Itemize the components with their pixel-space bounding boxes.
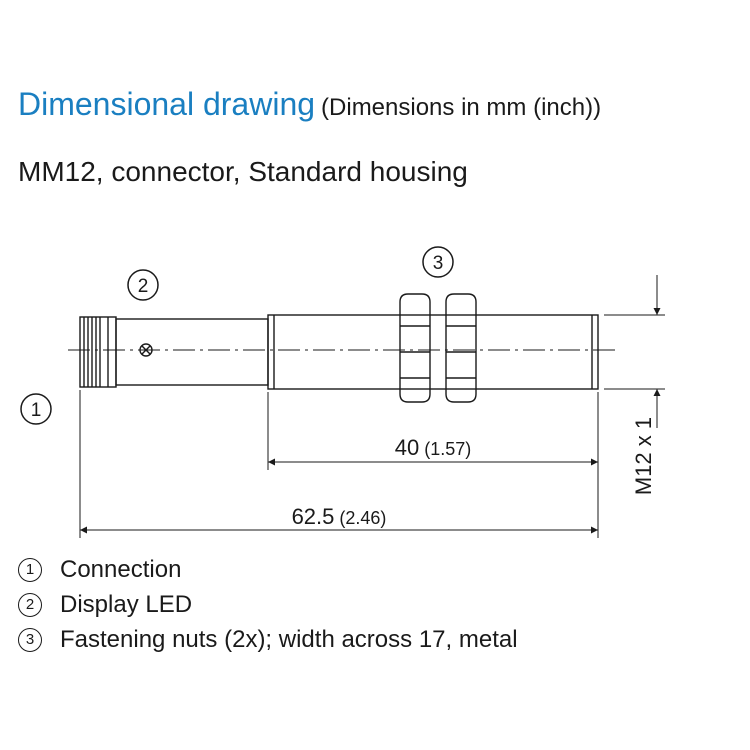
title-main: Dimensional drawing <box>18 86 316 122</box>
threaded-section <box>267 314 599 390</box>
subtitle: MM12, connector, Standard housing <box>18 156 468 187</box>
svg-text:3: 3 <box>433 253 444 274</box>
page-title: Dimensional drawing(Dimensions in mm (in… <box>18 86 601 123</box>
title-note: (Dimensions in mm (inch)) <box>321 94 602 121</box>
callout-1: 1 <box>20 393 52 425</box>
legend-text: Connection <box>60 555 182 583</box>
fastening-nut-1 <box>399 293 431 403</box>
callout-3: 3 <box>422 246 454 278</box>
sensor-body <box>115 318 269 386</box>
legend: 1 Connection 2 Display LED 3 Fastening n… <box>18 552 518 657</box>
dim-label-thread: M12 x 1 <box>631 417 656 495</box>
callout-2: 2 <box>127 269 159 301</box>
legend-item: 2 Display LED <box>18 587 518 622</box>
dim-label-40: 40(1.57) <box>395 435 472 460</box>
legend-number: 1 <box>18 557 42 582</box>
legend-item: 3 Fastening nuts (2x); width across 17, … <box>18 622 518 657</box>
legend-item: 1 Connection <box>18 552 518 587</box>
legend-number: 3 <box>18 627 42 652</box>
connector-head <box>79 316 117 388</box>
svg-text:2: 2 <box>138 276 149 297</box>
legend-number: 2 <box>18 592 42 617</box>
fastening-nut-2 <box>445 293 477 403</box>
svg-text:1: 1 <box>31 400 42 421</box>
legend-text: Display LED <box>60 590 193 618</box>
dim-label-62: 62.5(2.46) <box>292 504 387 529</box>
legend-text: Fastening nuts (2x); width across 17, me… <box>60 625 518 653</box>
